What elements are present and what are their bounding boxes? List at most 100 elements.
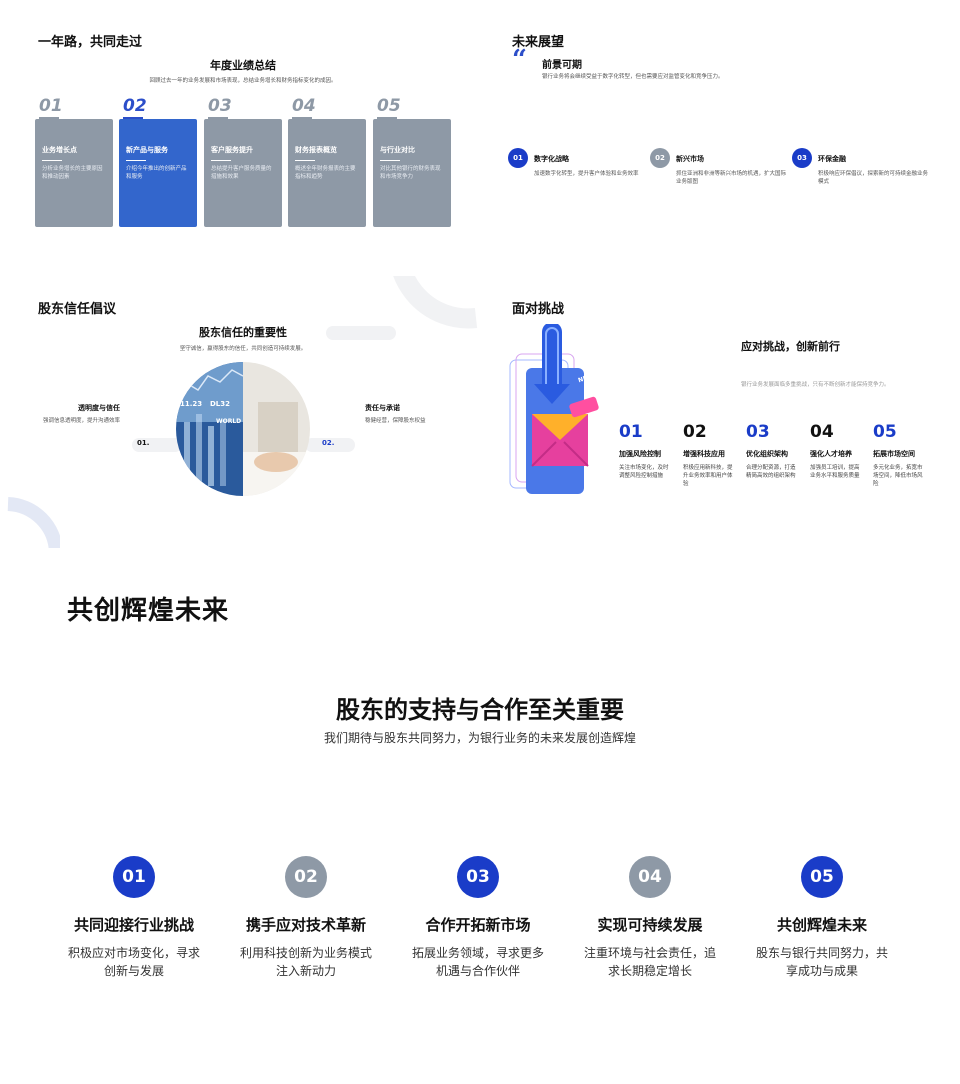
column-number: 03 (746, 422, 770, 442)
slide-title: 股东信任倡议 (38, 302, 117, 317)
item-title: 数字化战略 (534, 155, 569, 163)
card-body: 业务增长点 分析业务增长的主要原因和推动因素 (35, 119, 113, 227)
item-text: 抓住亚洲和非洲等新兴市场的机遇，扩大国际业务版图 (676, 171, 787, 185)
future-item-2: 02 携手应对技术革新 利用科技创新为业务模式注入新动力 (231, 856, 381, 980)
item-text: 注重环境与社会责任，追求长期稳定增长 (583, 946, 716, 978)
item-number-badge: 05 (801, 856, 843, 898)
column-text: 积极应用新科技，提升业务效率和用户体验 (683, 465, 733, 487)
decor-arc-bottom (7, 497, 60, 548)
slide-subtitle: 股东的支持与合作至关重要 (336, 696, 624, 724)
challenge-column-5: 05 拓展市场空间 多元化业务，拓宽市场空间，降低市场风险 (873, 422, 927, 488)
column-text: 加强员工培训，提高业务水平和服务质量 (810, 465, 860, 479)
column-title: 拓展市场空间 (873, 450, 915, 458)
card-divider (42, 160, 62, 161)
slide-subtitle: 年度业绩总结 (210, 59, 276, 72)
quote-icon: “ (512, 45, 527, 75)
item-text: 加速数字化转型，提升客户体验和业务效率 (534, 171, 639, 177)
number-underline (292, 117, 312, 119)
slide-description: 我们期待与股东共同努力，为银行业务的未来发展创造辉煌 (323, 731, 636, 745)
right-point-title: 责任与承诺 (365, 404, 400, 412)
slide-title: 一年路，共同走过 (38, 35, 143, 50)
decor-pill (326, 326, 396, 340)
outlook-heading: 前景可期 (542, 60, 582, 71)
item-number-badge: 02 (650, 148, 670, 168)
image-text-3: WORLD (216, 418, 242, 425)
left-point-title: 透明度与信任 (78, 404, 120, 412)
number-underline (39, 117, 59, 119)
slide-title: 未来展望 (512, 35, 565, 50)
card-body: 财务报表概览 概述全年财务报表的主要指标和趋势 (288, 119, 366, 227)
challenge-column-2: 02 增强科技应用 积极应用新科技，提升业务效率和用户体验 (683, 422, 737, 488)
future-item-1: 01 共同迎接行业挑战 积极应对市场变化，寻求创新与发展 (59, 856, 209, 980)
column-text: 合理分配资源，打造精简高效的组织架构 (746, 465, 796, 479)
right-number: 02. (322, 439, 335, 447)
slide-face-challenges: 面对挑战 NEW 应对挑战，创新前行 银行业务发展面临多重挑战，只有不断创新才能… (480, 276, 960, 548)
item-title: 环保金融 (818, 155, 846, 163)
item-number-badge: 01 (113, 856, 155, 898)
card-title: 与行业对比 (380, 146, 415, 154)
item-number-badge: 03 (792, 148, 812, 168)
card-number: 04 (292, 96, 316, 116)
slide-subtitle: 股东信任的重要性 (199, 326, 287, 339)
slide-shareholder-trust: 股东信任倡议 股东信任的重要性 坚守诚信，赢得股东的信任，共同创造可持续发展。 … (0, 276, 480, 548)
item-text: 积极应对市场变化，寻求创新与发展 (67, 946, 200, 978)
column-text: 多元化业务，拓宽市场空间，降低市场风险 (873, 465, 923, 487)
mail-illustration-icon (509, 324, 599, 494)
item-title: 共创辉煌未来 (776, 916, 867, 934)
card-title: 客户服务提升 (211, 146, 253, 154)
item-number-badge: 04 (629, 856, 671, 898)
image-text-1: 11.23 (180, 400, 203, 408)
card-title: 财务报表概览 (295, 146, 337, 154)
finance-photo: 11.23 DL32 WORLD (176, 362, 310, 496)
card-divider (380, 160, 400, 161)
card-divider (295, 160, 315, 161)
column-number: 05 (873, 422, 897, 442)
item-number-badge: 01 (508, 148, 528, 168)
item-number-badge: 03 (457, 856, 499, 898)
slide-description: 坚守诚信，赢得股东的信任，共同创造可持续发展。 (179, 346, 307, 352)
item-text: 积极响应环保倡议，探索新的可持续金融业务模式 (818, 171, 929, 185)
card-divider (211, 160, 231, 161)
slide-subtitle: 应对挑战，创新前行 (741, 340, 840, 353)
slide-description: 回顾过去一年的业务发展和市场表现，总结业务增长和财务指标变化的成因。 (149, 78, 337, 84)
column-number: 04 (810, 422, 834, 442)
slide-title: 面对挑战 (512, 302, 565, 317)
summary-card-1: 01 业务增长点 分析业务增长的主要原因和推动因素 (35, 96, 113, 227)
column-number: 01 (619, 422, 643, 442)
slide-title: 共创辉煌未来 (67, 596, 230, 626)
item-title: 合作开拓新市场 (425, 916, 531, 934)
card-body: 与行业对比 对比其他银行的财务表现和市场竞争力 (373, 119, 451, 227)
column-title: 强化人才培养 (810, 450, 852, 458)
image-text-2: DL32 (210, 400, 231, 408)
card-text: 总结提升客户服务质量的措施和效果 (211, 166, 272, 180)
column-title: 增强科技应用 (683, 450, 725, 458)
left-number: 01. (137, 439, 150, 447)
number-underline (123, 117, 143, 119)
label-pill-right (305, 438, 355, 452)
card-text: 分析业务增长的主要原因和推动因素 (42, 166, 103, 180)
label-pill-left (132, 438, 182, 452)
item-number-badge: 02 (285, 856, 327, 898)
column-title: 优化组织架构 (746, 450, 788, 458)
slide-future-outlook: 未来展望 “ 前景可期 银行业务将会继续受益于数字化转型，但也需要应对监管变化和… (480, 0, 960, 272)
card-text: 对比其他银行的财务表现和市场竞争力 (380, 166, 441, 180)
card-number: 03 (208, 96, 232, 116)
card-number: 02 (123, 96, 147, 116)
item-title: 新兴市场 (676, 155, 704, 163)
card-text: 概述全年财务报表的主要指标和趋势 (295, 166, 356, 180)
item-title: 实现可持续发展 (597, 916, 703, 934)
card-number: 01 (39, 96, 63, 116)
card-title: 业务增长点 (42, 146, 77, 154)
summary-card-3: 03 客户服务提升 总结提升客户服务质量的措施和效果 (204, 96, 282, 227)
item-title: 共同迎接行业挑战 (73, 916, 194, 934)
column-title: 加强风险控制 (619, 450, 661, 458)
future-item-5: 05 共创辉煌未来 股东与银行共同努力，共享成功与成果 (747, 856, 897, 980)
summary-card-5: 05 与行业对比 对比其他银行的财务表现和市场竞争力 (373, 96, 451, 227)
item-text: 拓展业务领域，寻求更多机遇与合作伙伴 (411, 946, 544, 978)
right-point-text: 稳健经营，保障股东权益 (365, 418, 426, 424)
slide-annual-summary: 一年路，共同走过 年度业绩总结 回顾过去一年的业务发展和市场表现，总结业务增长和… (0, 0, 480, 272)
item-text: 股东与银行共同努力，共享成功与成果 (755, 946, 888, 978)
slide-description: 银行业务发展面临多重挑战，只有不断创新才能保持竞争力。 (741, 382, 890, 388)
challenge-column-3: 03 优化组织架构 合理分配资源，打造精简高效的组织架构 (746, 422, 800, 480)
future-item-3: 03 合作开拓新市场 拓展业务领域，寻求更多机遇与合作伙伴 (403, 856, 553, 980)
